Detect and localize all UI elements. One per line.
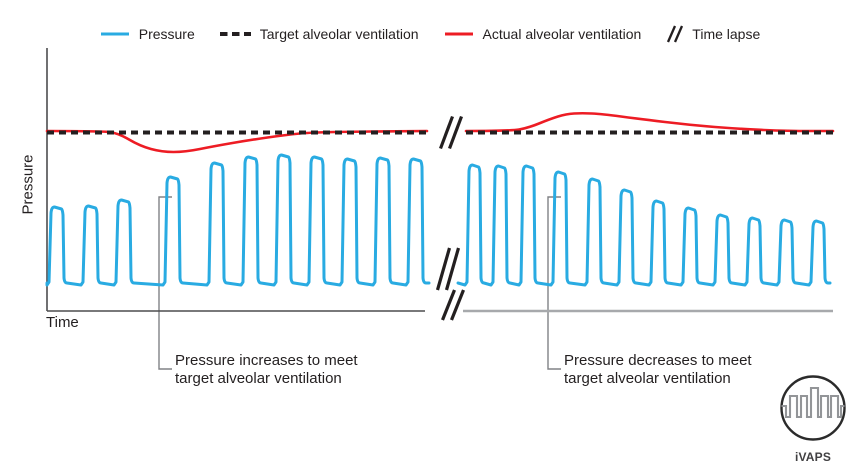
annotation-line: target alveolar ventilation [175,370,342,387]
time-lapse-icon [667,25,684,43]
legend: Pressure Target alveolar ventilation Act… [0,24,860,44]
legend-item-pressure: Pressure [100,26,195,42]
legend-label-target: Target alveolar ventilation [259,26,419,42]
legend-label-time-lapse: Time lapse [692,26,761,42]
annotation-pressure-decreases: Pressure decreases to meet target alveol… [564,352,752,388]
annotation-pressure-increases: Pressure increases to meet target alveol… [175,352,358,388]
ivaps-logo-label: iVAPS [794,450,832,464]
annotation-line: Pressure increases to meet [175,352,358,369]
y-axis-label: Pressure [19,154,37,215]
legend-label-pressure: Pressure [138,26,195,42]
legend-label-actual: Actual alveolar ventilation [482,26,642,42]
target-dashed-swatch [219,32,251,36]
legend-item-time-lapse: Time lapse [666,25,760,43]
logo-waveform [781,386,845,419]
x-axis-label: Time [46,314,79,331]
actual-line-swatch [444,32,473,36]
square-wave-in-circle-icon [780,375,846,441]
annotation-line: target alveolar ventilation [564,370,731,387]
ivaps-logo: iVAPS [778,374,848,464]
legend-item-actual-ventilation: Actual alveolar ventilation [444,26,642,42]
legend-item-target-ventilation: Target alveolar ventilation [219,26,419,42]
annotation-line: Pressure decreases to meet [564,352,752,369]
pressure-line-swatch [100,32,129,36]
